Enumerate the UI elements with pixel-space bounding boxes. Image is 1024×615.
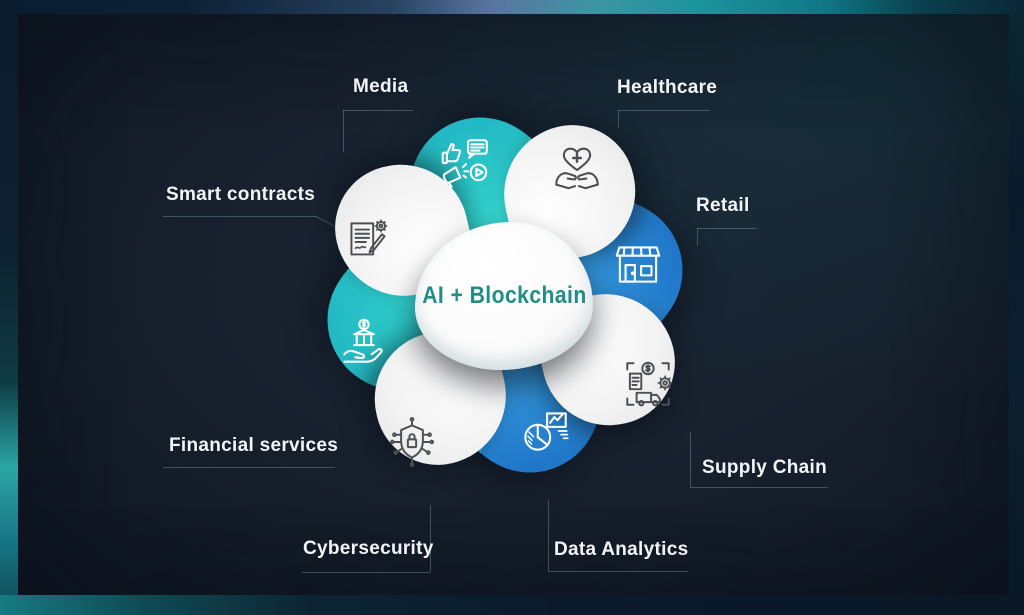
label-financial-services: Financial services	[169, 435, 339, 456]
label-smart-contracts: Smart contracts	[166, 184, 316, 205]
label-media: Media	[353, 76, 409, 97]
frame-bottom-glow	[0, 595, 1024, 615]
financial-services-icon	[335, 313, 393, 371]
center-node: AI + Blockchain	[415, 222, 593, 370]
data-analytics-connector	[548, 571, 688, 572]
center-title: AI + Blockchain	[421, 282, 587, 309]
healthcare-icon	[548, 139, 606, 197]
media-icon	[436, 133, 494, 191]
label-cybersecurity: Cybersecurity	[303, 538, 434, 559]
label-supply-chain: Supply Chain	[702, 457, 827, 478]
supply-chain-connector	[690, 487, 828, 488]
supply-chain-icon	[619, 355, 677, 413]
data-analytics-icon	[516, 401, 574, 459]
retail-icon	[609, 235, 667, 293]
label-data-analytics: Data Analytics	[554, 539, 689, 560]
ai-blockchain-flower-diagram: AI + Blockchain	[275, 65, 735, 525]
frame-top-glow	[0, 0, 1024, 14]
retail-connector	[697, 228, 698, 246]
label-healthcare: Healthcare	[617, 77, 718, 98]
cybersecurity-icon	[383, 414, 441, 472]
cybersecurity-connector	[430, 505, 431, 572]
media-connector	[343, 110, 344, 152]
smart-contracts-connector	[163, 216, 317, 217]
healthcare-connector	[618, 110, 710, 111]
media-connector	[343, 110, 413, 111]
label-retail: Retail	[696, 195, 750, 216]
financial-services-connector	[163, 467, 335, 468]
frame-right-edge	[1009, 0, 1024, 615]
cybersecurity-connector	[302, 572, 430, 573]
frame-left-glow	[0, 0, 18, 615]
data-analytics-connector	[548, 500, 549, 571]
smart-contracts-icon	[339, 213, 397, 271]
healthcare-connector	[618, 110, 619, 128]
supply-chain-connector	[690, 432, 691, 487]
retail-connector	[697, 228, 757, 229]
